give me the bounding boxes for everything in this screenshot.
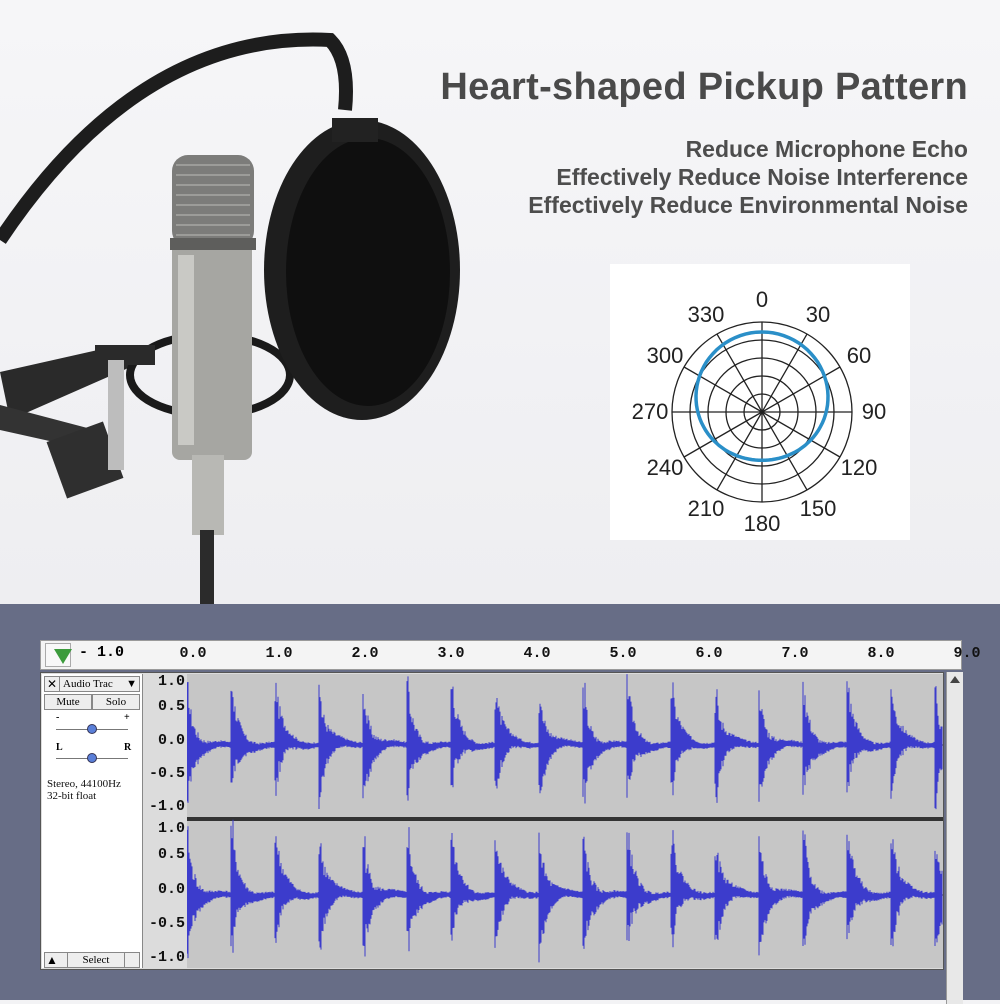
chevron-down-icon[interactable]: ▼ <box>126 678 137 690</box>
scroll-up-icon[interactable] <box>950 676 960 683</box>
pan-right-label: R <box>124 742 132 753</box>
gain-slider-knob[interactable] <box>87 724 97 734</box>
ruler-tick-4.0: 4.0 <box>523 645 551 662</box>
angle-label-60: 60 <box>846 343 872 368</box>
ruler-negative-tick: - 1.0 <box>79 644 125 661</box>
vertical-scrollbar[interactable] <box>946 672 963 1004</box>
ruler-tick-2.0: 2.0 <box>351 645 379 662</box>
angle-label-210: 210 <box>687 495 725 521</box>
feature-echo: Reduce Microphone Echo <box>685 136 968 162</box>
collapse-arrow-icon[interactable]: ▲ <box>46 953 58 967</box>
angle-label-150: 150 <box>799 495 837 521</box>
channel-divider <box>187 817 943 821</box>
angle-label-300: 300 <box>646 343 684 368</box>
amplitude-label-ch2: 0.5 <box>157 846 185 864</box>
angle-label-180: 180 <box>743 511 781 536</box>
amplitude-label-ch2: -0.5 <box>148 914 185 932</box>
polar-spoke <box>761 366 841 413</box>
waveform-path <box>187 674 943 810</box>
polar-plot <box>671 321 853 503</box>
ruler-tick-5.0: 5.0 <box>609 645 637 662</box>
amplitude-label-ch2: 0.0 <box>157 880 185 898</box>
angle-label-330: 330 <box>687 302 725 327</box>
amplitude-label-ch1: 0.5 <box>157 698 185 716</box>
polar-spoke <box>761 411 808 491</box>
track-format-info: Stereo, 44100Hz 32-bit float <box>47 778 121 802</box>
channel-left-waveform <box>187 674 943 810</box>
track-control-panel: ✕ Audio Trac ▼ Mute Solo - + L R Stereo,… <box>42 674 143 968</box>
track-footer: ▲ Select <box>44 952 140 968</box>
ruler-tick-6.0: 6.0 <box>695 645 723 662</box>
gain-minus-label: - <box>56 712 60 723</box>
ruler-tick-7.0: 7.0 <box>781 645 809 662</box>
mute-button[interactable]: Mute <box>44 694 92 710</box>
product-hero: Heart-shaped Pickup Pattern Reduce Micro… <box>0 0 1000 604</box>
angle-label-240: 240 <box>646 455 684 480</box>
solo-button[interactable]: Solo <box>92 694 140 710</box>
microphone-illustration <box>0 32 460 604</box>
polar-spoke <box>716 411 763 491</box>
ruler-tick-1.0: 1.0 <box>265 645 293 662</box>
polar-spoke <box>716 333 763 413</box>
play-head-button[interactable] <box>45 643 72 667</box>
feature-environmental-noise: Effectively Reduce Environmental Noise <box>528 192 968 218</box>
ruler-tick-0.0: 0.0 <box>179 645 207 662</box>
play-triangle-icon <box>54 649 72 664</box>
timeline-ruler[interactable]: - 1.0 0.0 1.0 2.0 3.0 4.0 5.0 6.0 7.0 8.0 9.0 <box>40 640 981 670</box>
audio-track[interactable]: ✕ Audio Trac ▼ Mute Solo - + L R Stereo,… <box>40 672 944 970</box>
amplitude-label-ch1: -0.5 <box>148 764 185 782</box>
angle-label-270: 270 <box>631 399 669 424</box>
cardioid-pattern <box>694 330 830 463</box>
close-track-icon[interactable]: ✕ <box>45 677 60 691</box>
audio-editor: - 1.0 0.0 1.0 2.0 3.0 4.0 5.0 6.0 7.0 8.0 9.0 ✕ A… <box>0 604 1000 1004</box>
amplitude-label-ch1: 1.0 <box>157 673 185 690</box>
amplitude-label-ch1: -1.0 <box>148 798 185 815</box>
pan-left-label: L <box>56 742 63 753</box>
polar-spoke <box>761 333 808 413</box>
amplitude-label-ch2: -1.0 <box>148 949 185 966</box>
polar-spoke <box>683 366 763 413</box>
headline: Heart-shaped Pickup Pattern <box>440 66 968 108</box>
track-name[interactable]: Audio Trac <box>63 678 113 690</box>
angle-label-0: 0 <box>755 287 769 312</box>
polar-spoke <box>683 411 763 458</box>
angle-label-90: 90 <box>861 399 887 424</box>
ruler-tick-3.0: 3.0 <box>437 645 465 662</box>
ruler-tick-9.0: 9.0 <box>953 645 981 662</box>
waveform-path <box>187 819 943 963</box>
angle-label-30: 30 <box>805 302 831 327</box>
pan-slider-knob[interactable] <box>87 753 97 763</box>
polar-spoke <box>761 411 841 458</box>
feature-noise-interference: Effectively Reduce Noise Interference <box>556 164 968 190</box>
angle-label-120: 120 <box>840 455 878 480</box>
amplitude-label-ch2: 1.0 <box>157 820 185 837</box>
track-header[interactable]: ✕ Audio Trac ▼ <box>44 676 140 692</box>
ruler-tick-8.0: 8.0 <box>867 645 895 662</box>
waveform-display[interactable] <box>187 674 943 968</box>
amplitude-label-ch1: 0.0 <box>157 731 185 749</box>
select-button[interactable]: Select <box>67 952 125 968</box>
channel-right-waveform <box>187 819 943 963</box>
gain-plus-label: + <box>124 712 130 723</box>
